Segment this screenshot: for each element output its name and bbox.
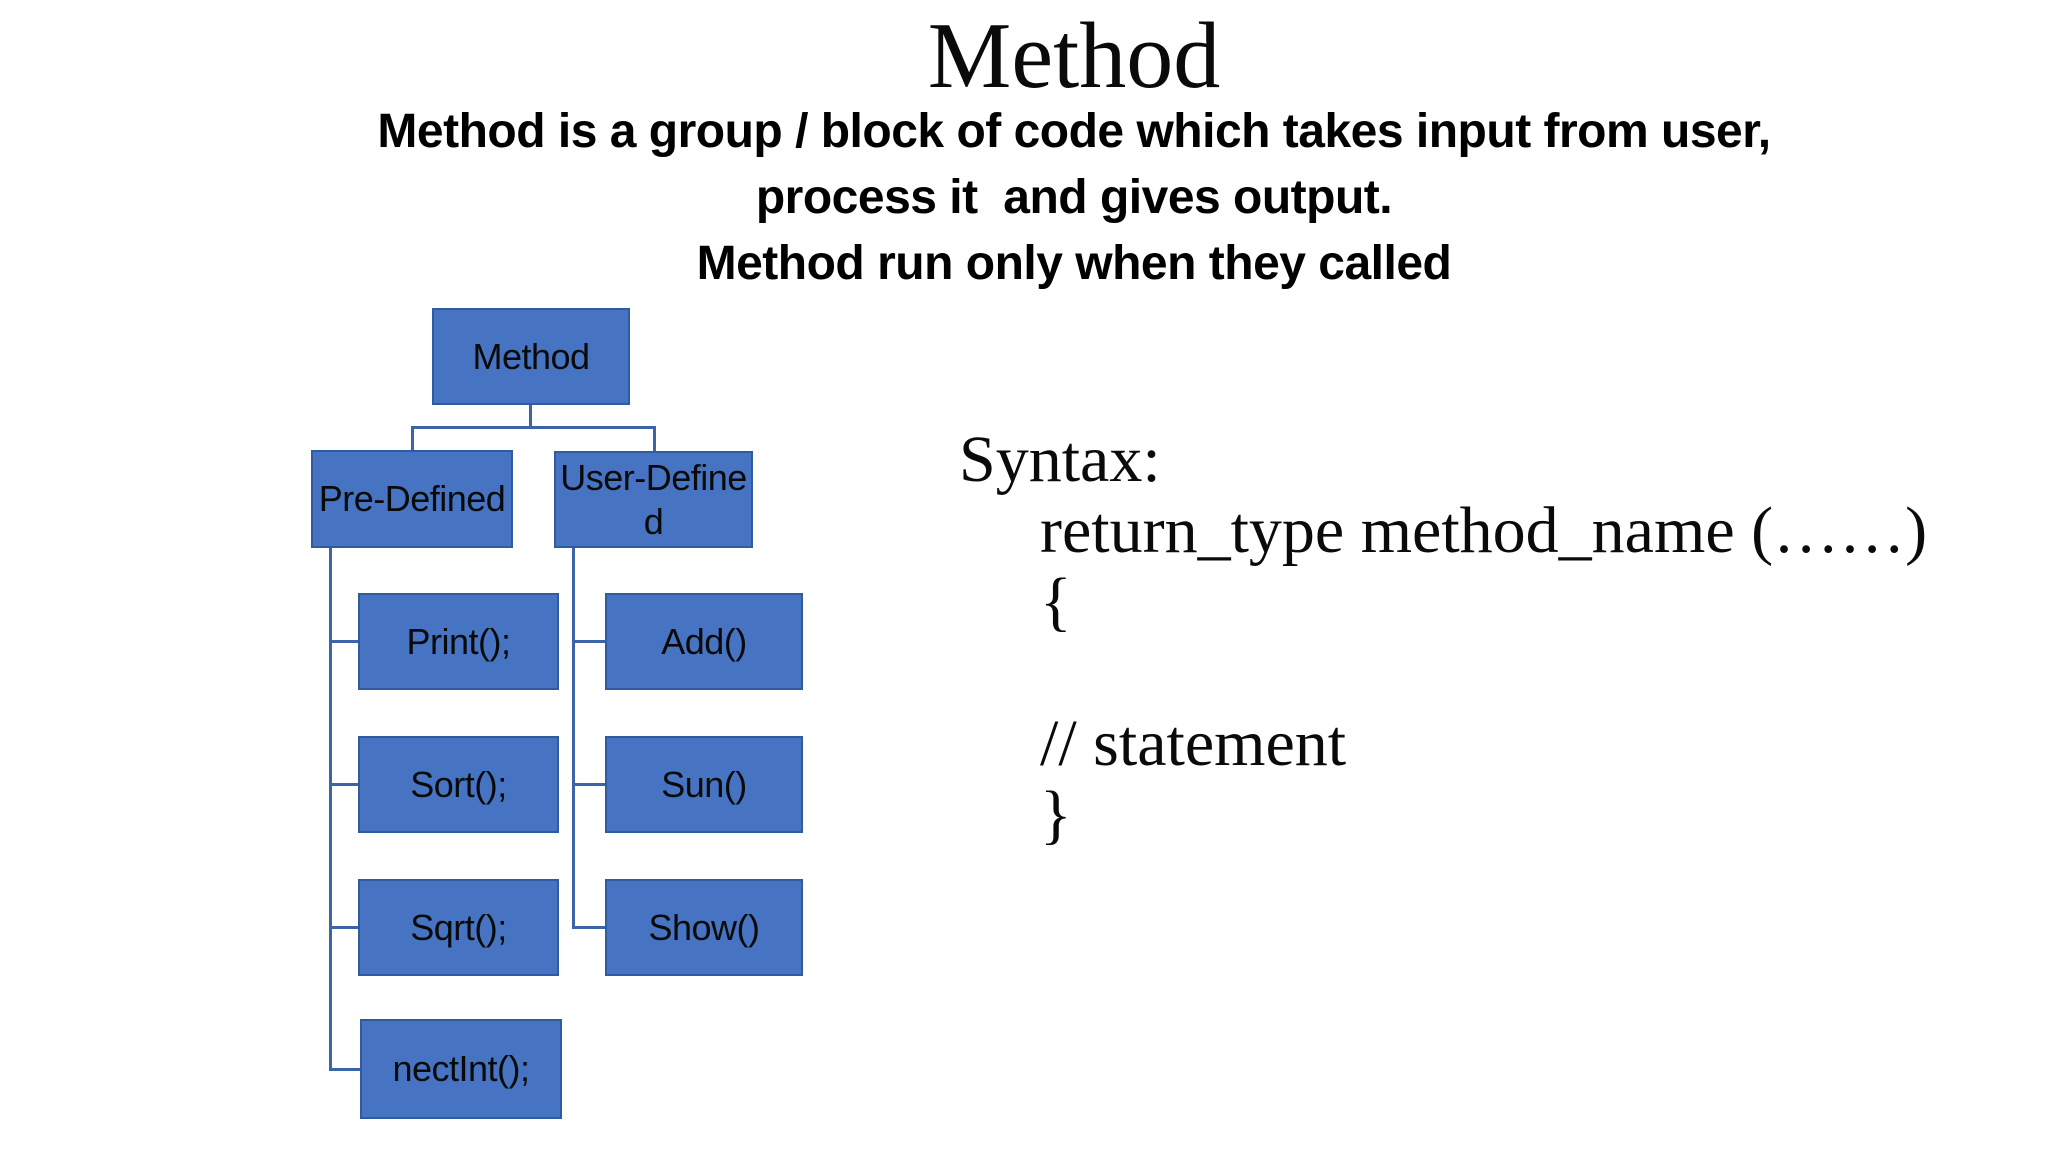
diagram-box-sort: Sort(); — [358, 736, 559, 833]
connector-root-drop — [529, 404, 532, 428]
syntax-line-open-brace: { — [1040, 565, 1072, 638]
subtitle-line-2: process it and gives output. — [755, 171, 1393, 224]
connector-top-horizontal — [411, 426, 656, 429]
diagram-box-pre-defined: Pre-Defined — [311, 450, 513, 548]
diagram-box-user-defined-line-2: d — [643, 500, 664, 542]
diagram-box-sqrt-label: Sqrt(); — [410, 906, 507, 948]
syntax-line-blank — [959, 637, 1927, 708]
subtitle-line-3: Method run only when they called — [696, 237, 1452, 290]
diagram-box-pre-defined-label: Pre-Defined — [318, 478, 506, 519]
connector-stub-add — [572, 640, 607, 643]
connector-drop-pre-defined — [411, 426, 414, 452]
diagram-box-sqrt: Sqrt(); — [358, 879, 559, 976]
connector-stub-print — [329, 640, 360, 643]
diagram-box-method: Method — [432, 308, 630, 405]
connector-stub-nectint — [329, 1068, 360, 1071]
syntax-heading: Syntax: — [959, 423, 1161, 496]
diagram-box-print: Print(); — [358, 593, 559, 690]
diagram-box-show: Show() — [605, 879, 803, 976]
slide-title: Method — [927, 4, 1221, 108]
syntax-line-statement: // statement — [1040, 707, 1347, 780]
connector-trunk-pre-defined — [329, 547, 332, 1071]
diagram-box-print-label: Print(); — [406, 620, 512, 662]
diagram-box-sun: Sun() — [605, 736, 803, 833]
diagram-box-method-label: Method — [472, 335, 590, 377]
connector-drop-user-defined — [653, 426, 656, 453]
diagram-box-user-defined-line-1: User-Define — [560, 456, 747, 498]
subtitle-line-1: Method is a group / block of code which … — [377, 105, 1771, 158]
connector-stub-sqrt — [329, 926, 360, 929]
connector-stub-sort — [329, 783, 360, 786]
diagram-box-add: Add() — [605, 593, 803, 690]
syntax-block: Syntax: return_type method_name (……) { /… — [959, 424, 1927, 850]
diagram-box-nectint: nectInt(); — [360, 1019, 562, 1119]
diagram-box-sun-label: Sun() — [661, 763, 747, 805]
connector-stub-show — [572, 926, 607, 929]
syntax-line-signature: return_type method_name (……) — [1040, 494, 1928, 567]
connector-stub-sun — [572, 783, 607, 786]
diagram-box-show-label: Show() — [648, 906, 760, 948]
diagram-box-user-defined: User-Define d — [554, 451, 753, 548]
slide-subtitle: Method is a group / block of code which … — [100, 99, 2048, 297]
syntax-line-close-brace: } — [1040, 778, 1072, 851]
diagram-box-nectint-label: nectInt(); — [392, 1048, 530, 1089]
diagram-box-add-label: Add() — [661, 620, 747, 662]
connector-trunk-user-defined — [572, 547, 575, 929]
diagram-box-sort-label: Sort(); — [410, 763, 507, 805]
